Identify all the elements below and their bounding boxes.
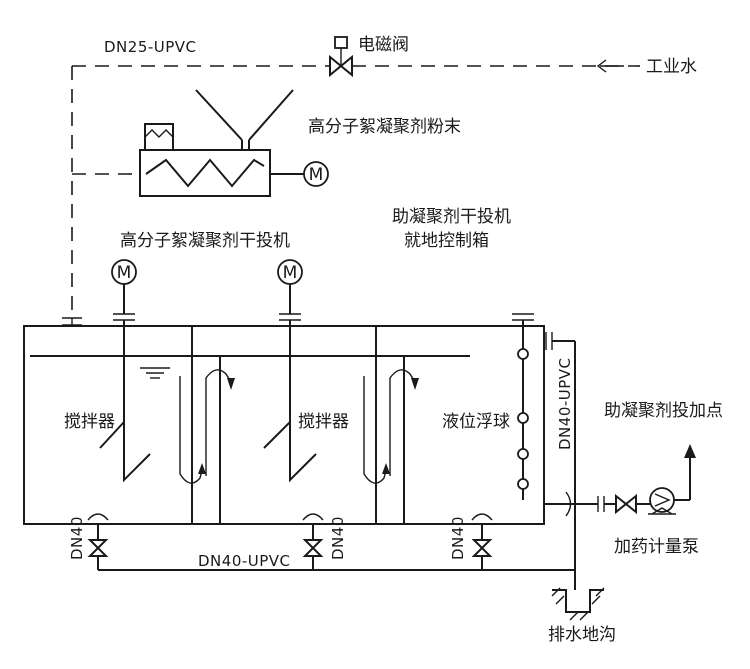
dosing-line: [674, 444, 696, 501]
dn40-label-3: DN40: [449, 516, 467, 560]
dn40-upvc-vertical-label: DN40-UPVC: [556, 357, 574, 450]
drain-valve-1-icon: [87, 513, 109, 570]
dn25-pipe-label: DN25-UPVC: [104, 38, 197, 56]
control-box-label-line1: 助凝聚剂干投机: [392, 207, 511, 227]
water-level-icon: [140, 367, 170, 379]
mixer-1-icon: [99, 320, 151, 483]
solenoid-valve-icon: [329, 36, 353, 78]
industrial-water-label: 工业水: [646, 57, 697, 77]
polymer-powder-label: 高分子絮凝聚剂粉末: [308, 117, 461, 137]
drain-ditch-icon: [551, 587, 605, 621]
mixer-motor-1-icon: M: [111, 259, 137, 321]
feeder-motor-icon: M: [303, 161, 329, 187]
metering-pump-label: 加药计量泵: [614, 537, 699, 557]
polymer-feeder-label: 高分子絮凝聚剂干投机: [120, 231, 290, 251]
drain-valve-2-icon: [302, 513, 324, 570]
mixer-motor-2-icon: M: [277, 259, 303, 321]
drain-valve-3-icon: [471, 513, 493, 570]
level-float-icon: [512, 313, 534, 500]
dosing-point-label: 助凝聚剂投加点: [604, 401, 723, 421]
mixer-2-label: 搅拌器: [298, 412, 349, 432]
dn40-upvc-bottom-label: DN40-UPVC: [198, 552, 291, 570]
industrial-water-line: [62, 65, 640, 326]
control-box-label-line2: 就地控制箱: [404, 231, 489, 251]
powder-hopper: [195, 89, 294, 150]
level-float-label: 液位浮球: [442, 412, 510, 432]
svg-text:M: M: [117, 263, 132, 283]
flow-arrow-icon: [596, 59, 624, 73]
mixer-1-label: 搅拌器: [64, 412, 115, 432]
flow-circulation-2-icon: [363, 369, 419, 484]
flow-circulation-1-icon: [179, 369, 235, 484]
mixer-2-icon: [263, 320, 317, 483]
solenoid-valve-label: 电磁阀: [358, 35, 409, 55]
svg-text:M: M: [309, 165, 324, 185]
dry-feeder-unit: [139, 123, 304, 197]
outlet-valve-icon: [615, 493, 637, 515]
dn40-label-2: DN40: [329, 516, 347, 560]
overflow-pipe: [545, 332, 576, 590]
drain-ditch-label: 排水地沟: [548, 625, 616, 645]
svg-text:M: M: [283, 263, 298, 283]
metering-pump-icon: [648, 487, 676, 515]
outlet-pipe: [544, 491, 616, 517]
dn40-label-1: DN40: [68, 516, 86, 560]
